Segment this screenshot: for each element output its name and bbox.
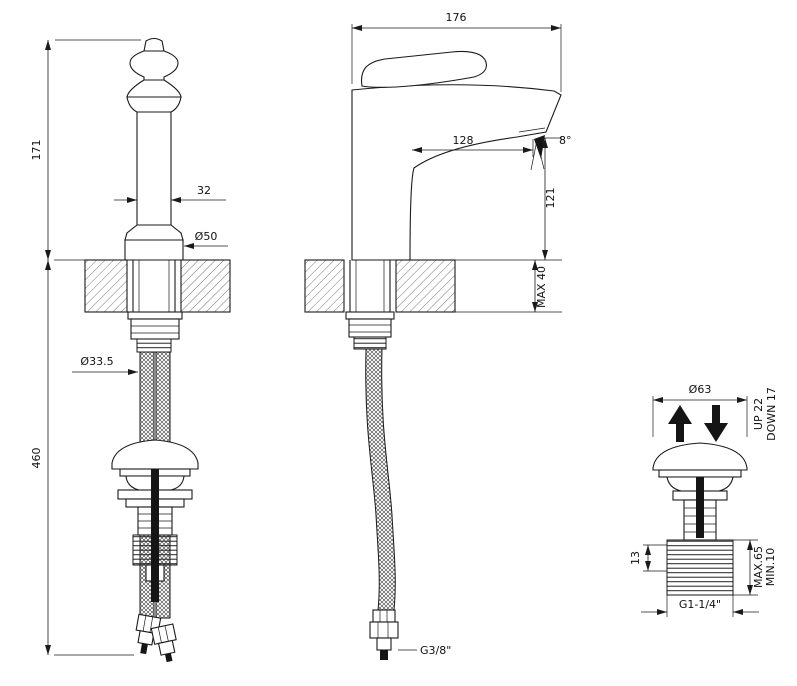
front-dim-body-width: 32 [197,184,211,197]
faucet-handle-knob [126,37,182,113]
waste-body [666,477,734,596]
down-arrow-icon [712,405,720,423]
side-dim-stream-angle: 8° [559,134,572,147]
side-dim-overall-depth: 176 [446,11,467,24]
front-view: 171 460 32 Ø50 Ø33.5 [30,37,231,663]
faucet-body-front [124,111,184,261]
side-dim-spout-reach: 128 [453,134,474,147]
waste-dim-thread: G1-1/4" [679,598,721,611]
mounting-deck-side-section [304,259,456,313]
side-dim-spout-to-deck: 121 [544,188,557,209]
waste-dim-down-stroke: DOWN 17 [765,387,778,441]
side-dim-hose-thread: G3/8" [420,644,451,657]
faucet-lever-side [360,50,487,88]
waste-dim-collar-height: 13 [629,551,642,565]
faucet-body-side [351,84,562,261]
pop-up-waste-front [111,439,199,602]
front-view-dimensions: 171 460 32 Ø50 Ø33.5 [30,39,228,656]
up-arrow-icon [676,424,684,442]
aerator-line [518,127,546,133]
side-view-dimensions: 176 128 8° 121 MAX 40 G3/8" [351,11,572,657]
waste-view: Ø63 UP 22 DOWN 17 13 MAX.65 MIN.10 G1-1/… [629,383,778,617]
supply-hose-side [365,348,396,611]
side-dim-max-deck: MAX 40 [535,266,548,308]
side-view: 176 128 8° 121 MAX 40 G3/8" [304,11,572,660]
front-dim-base-diameter: Ø50 [195,230,218,243]
waste-dim-up-stroke: UP 22 [752,398,765,430]
front-dim-shank-diameter: Ø33.5 [80,355,113,368]
waste-rod [151,469,159,602]
front-dim-total-height: 460 [30,448,43,469]
hose-end-fittings-front [135,613,177,663]
mounting-deck-front-section [84,259,231,313]
waste-dim-cap-diameter: Ø63 [689,383,712,396]
locknut-side [345,311,395,350]
travel-arrows [668,405,728,442]
locknut-front [127,311,183,353]
waste-thread-section [666,539,734,596]
waste-rod [696,477,704,538]
waste-dim-min-thickness: MIN.10 [764,548,777,586]
waste-view-dimensions: Ø63 UP 22 DOWN 17 13 MAX.65 MIN.10 G1-1/… [629,383,778,617]
hose-end-fitting-side [369,609,399,660]
waste-dim-max-thickness: MAX.65 [752,546,765,588]
front-dim-spout-height: 171 [30,140,43,161]
